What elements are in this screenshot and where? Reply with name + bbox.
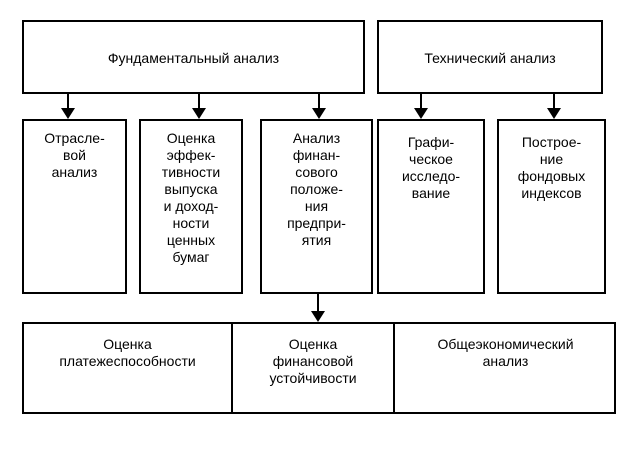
fundamental-analysis-label: Фундаментальный анализ	[107, 50, 280, 66]
arrow-to-financial	[312, 94, 326, 119]
stability-label: Оценка финансовой устойчивости	[269, 336, 357, 386]
stock-indices-box: Построе- ние фондовых индексов	[497, 119, 606, 294]
fundamental-analysis-box: Фундаментальный анализ	[22, 20, 365, 94]
graphic-research-box: Графи- ческое исследо- вание	[377, 119, 485, 294]
stock-indices-label: Построе- ние фондовых индексов	[517, 134, 586, 201]
economic-cell: Общеэкономический анализ	[395, 324, 616, 412]
economic-analysis-label: Общеэкономический анализ	[437, 336, 574, 369]
solvency-cell: Оценка платежеспособности	[24, 324, 231, 412]
arrow-to-efficiency	[192, 94, 206, 119]
graphic-research-label: Графи- ческое исследо- вание	[401, 134, 461, 201]
financial-position-box: Анализ финан- сового положе- ния предпри…	[260, 119, 373, 294]
technical-analysis-label: Технический анализ	[424, 50, 556, 66]
bottom-divider-1	[231, 324, 233, 412]
efficiency-box: Оценка эффек- тивности выпуска и доход- …	[139, 119, 243, 294]
financial-position-label: Анализ финан- сового положе- ния предпри…	[287, 130, 346, 248]
arrow-to-indices	[547, 94, 561, 119]
bottom-row-box: Оценка платежеспособности Оценка финансо…	[22, 322, 616, 414]
arrow-to-graphic	[414, 94, 428, 119]
bottom-divider-2	[393, 324, 395, 412]
stability-cell: Оценка финансовой устойчивости	[233, 324, 393, 412]
technical-analysis-box: Технический анализ	[377, 20, 603, 94]
efficiency-label: Оценка эффек- тивности выпуска и доход- …	[161, 130, 221, 265]
arrow-to-sector	[61, 94, 75, 119]
sector-analysis-label: Отрасле- вой анализ	[44, 130, 105, 180]
sector-analysis-box: Отрасле- вой анализ	[22, 119, 127, 294]
solvency-label: Оценка платежеспособности	[59, 336, 196, 369]
arrow-to-stability	[311, 294, 325, 322]
